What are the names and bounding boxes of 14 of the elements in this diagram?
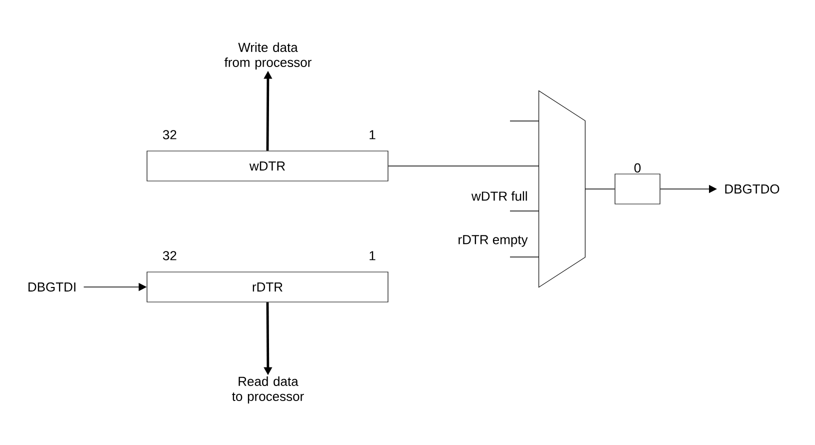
bit-number: 32 xyxy=(162,130,176,140)
register-box: wDTR xyxy=(146,150,388,182)
bit-number: 1 xyxy=(370,130,376,140)
bit-number: 1 xyxy=(370,251,376,260)
connector-line xyxy=(584,188,616,190)
signal-label: wDTR full xyxy=(471,191,527,201)
register-box: rDTR xyxy=(146,272,388,302)
register-box: 0 xyxy=(614,163,660,204)
signal-label: DBGTDI xyxy=(28,282,76,292)
signal-label: DBGTDO xyxy=(725,184,780,194)
bit-number: 32 xyxy=(162,251,176,260)
signal-label: Write data from processor xyxy=(224,42,312,70)
node-label: 0 xyxy=(634,163,641,172)
signal-label: Read data to processor xyxy=(232,376,304,404)
